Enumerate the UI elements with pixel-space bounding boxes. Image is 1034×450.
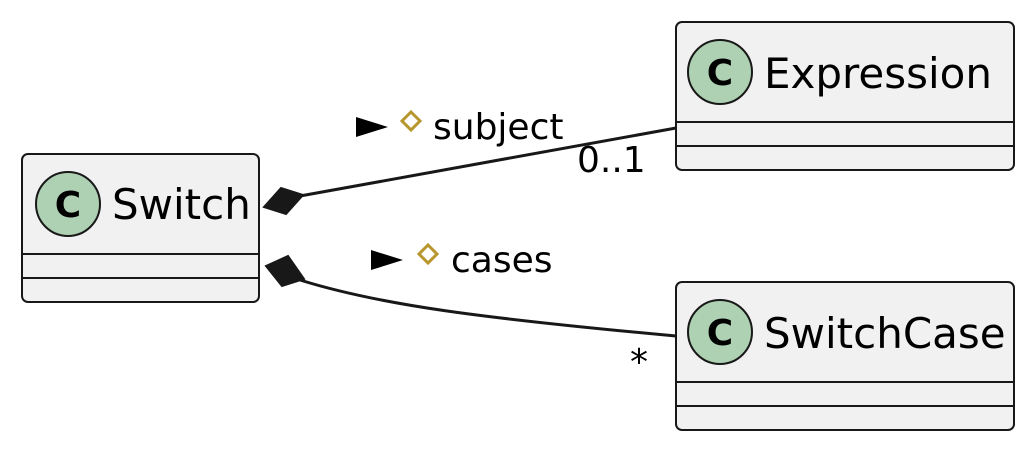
- composition-diamond-icon: [264, 254, 306, 288]
- class-switch-case[interactable]: C SwitchCase: [675, 281, 1015, 431]
- association-label-subject: subject: [356, 107, 563, 148]
- association-label-cases: cases: [371, 240, 553, 281]
- multiplicity-cases: *: [630, 342, 648, 383]
- class-stereotype-glyph: C: [707, 313, 733, 354]
- arrow-right-icon: [356, 117, 388, 137]
- class-name-expression: Expression: [764, 49, 992, 98]
- class-stereotype-icon: [35, 171, 101, 237]
- class-name-switch: Switch: [112, 180, 251, 229]
- class-stereotype-icon: [687, 39, 753, 105]
- multiplicity-subject: 0..1: [577, 140, 646, 181]
- arrow-right-icon: [371, 250, 403, 270]
- class-name-switch-case: SwitchCase: [764, 309, 1006, 358]
- class-stereotype-glyph: C: [55, 185, 81, 226]
- class-stereotype-icon: [687, 299, 753, 365]
- class-stereotype-glyph: C: [707, 53, 733, 94]
- association-label-cases-text: cases: [451, 240, 553, 281]
- protected-diamond-icon: [416, 242, 440, 266]
- protected-diamond-icon: [399, 109, 423, 133]
- association-label-subject-text: subject: [433, 107, 563, 148]
- composition-diamond-icon: [262, 186, 305, 216]
- association-line-subject: [299, 126, 677, 198]
- association-line-cases: [299, 278, 677, 338]
- class-switch[interactable]: C Switch: [21, 153, 260, 303]
- class-expression[interactable]: C Expression: [675, 21, 1015, 171]
